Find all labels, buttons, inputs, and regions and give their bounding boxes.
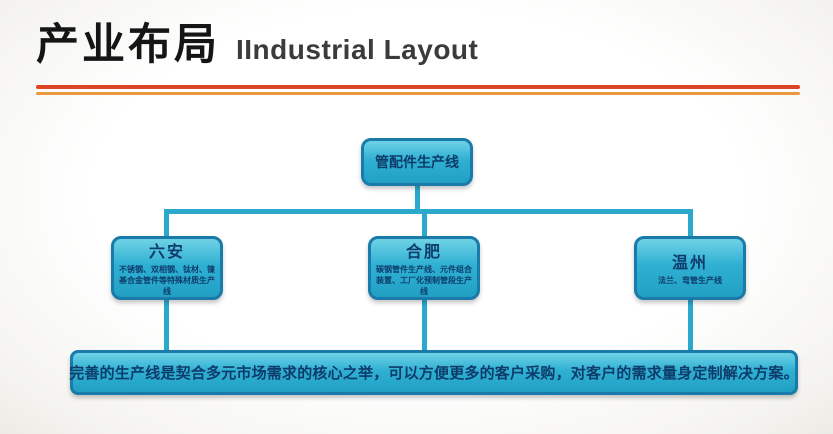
root-node: 管配件生产线 xyxy=(361,138,473,186)
branch-node-luan: 六安 不锈钢、双相钢、钛材、镍基合金管件等特殊材质生产线 xyxy=(111,236,223,300)
page-header: 产业布局 IIndustrial Layout xyxy=(36,10,478,72)
branch-desc: 法兰、弯管生产线 xyxy=(658,276,722,286)
connector-luan-summary xyxy=(164,298,169,352)
branch-node-hefei: 合肥 碳钢管件生产线、元件组合装置、工厂化预制管段生产线 xyxy=(368,236,480,300)
connector-horizontal xyxy=(164,209,693,214)
branch-desc: 不锈钢、双相钢、钛材、镍基合金管件等特殊材质生产线 xyxy=(119,265,215,296)
title-divider xyxy=(36,85,800,95)
page-title-en: IIndustrial Layout xyxy=(236,34,479,65)
connector-drop-hefei xyxy=(422,209,427,238)
divider-line-orange xyxy=(36,92,800,95)
divider-line-red xyxy=(36,85,800,89)
connector-drop-wenzhou xyxy=(688,209,693,238)
summary-bar: 完善的生产线是契合多元市场需求的核心之举，可以方便更多的客户采购，对客户的需求量… xyxy=(69,350,799,395)
page-title-cn: 产业布局 xyxy=(36,21,220,69)
connector-drop-luan xyxy=(164,209,169,238)
root-node-label: 管配件生产线 xyxy=(375,154,459,170)
branch-name: 合肥 xyxy=(405,244,442,262)
branch-name: 温州 xyxy=(671,255,708,273)
branch-desc: 碳钢管件生产线、元件组合装置、工厂化预制管段生产线 xyxy=(376,265,472,296)
branch-name: 六安 xyxy=(148,244,185,262)
connector-root-stem xyxy=(415,184,420,212)
summary-text: 完善的生产线是契合多元市场需求的核心之举，可以方便更多的客户采购，对客户的需求量… xyxy=(69,365,799,382)
branch-node-wenzhou: 温州 法兰、弯管生产线 xyxy=(634,236,746,300)
connector-wenzhou-summary xyxy=(688,296,693,352)
connector-hefei-summary xyxy=(422,298,427,352)
